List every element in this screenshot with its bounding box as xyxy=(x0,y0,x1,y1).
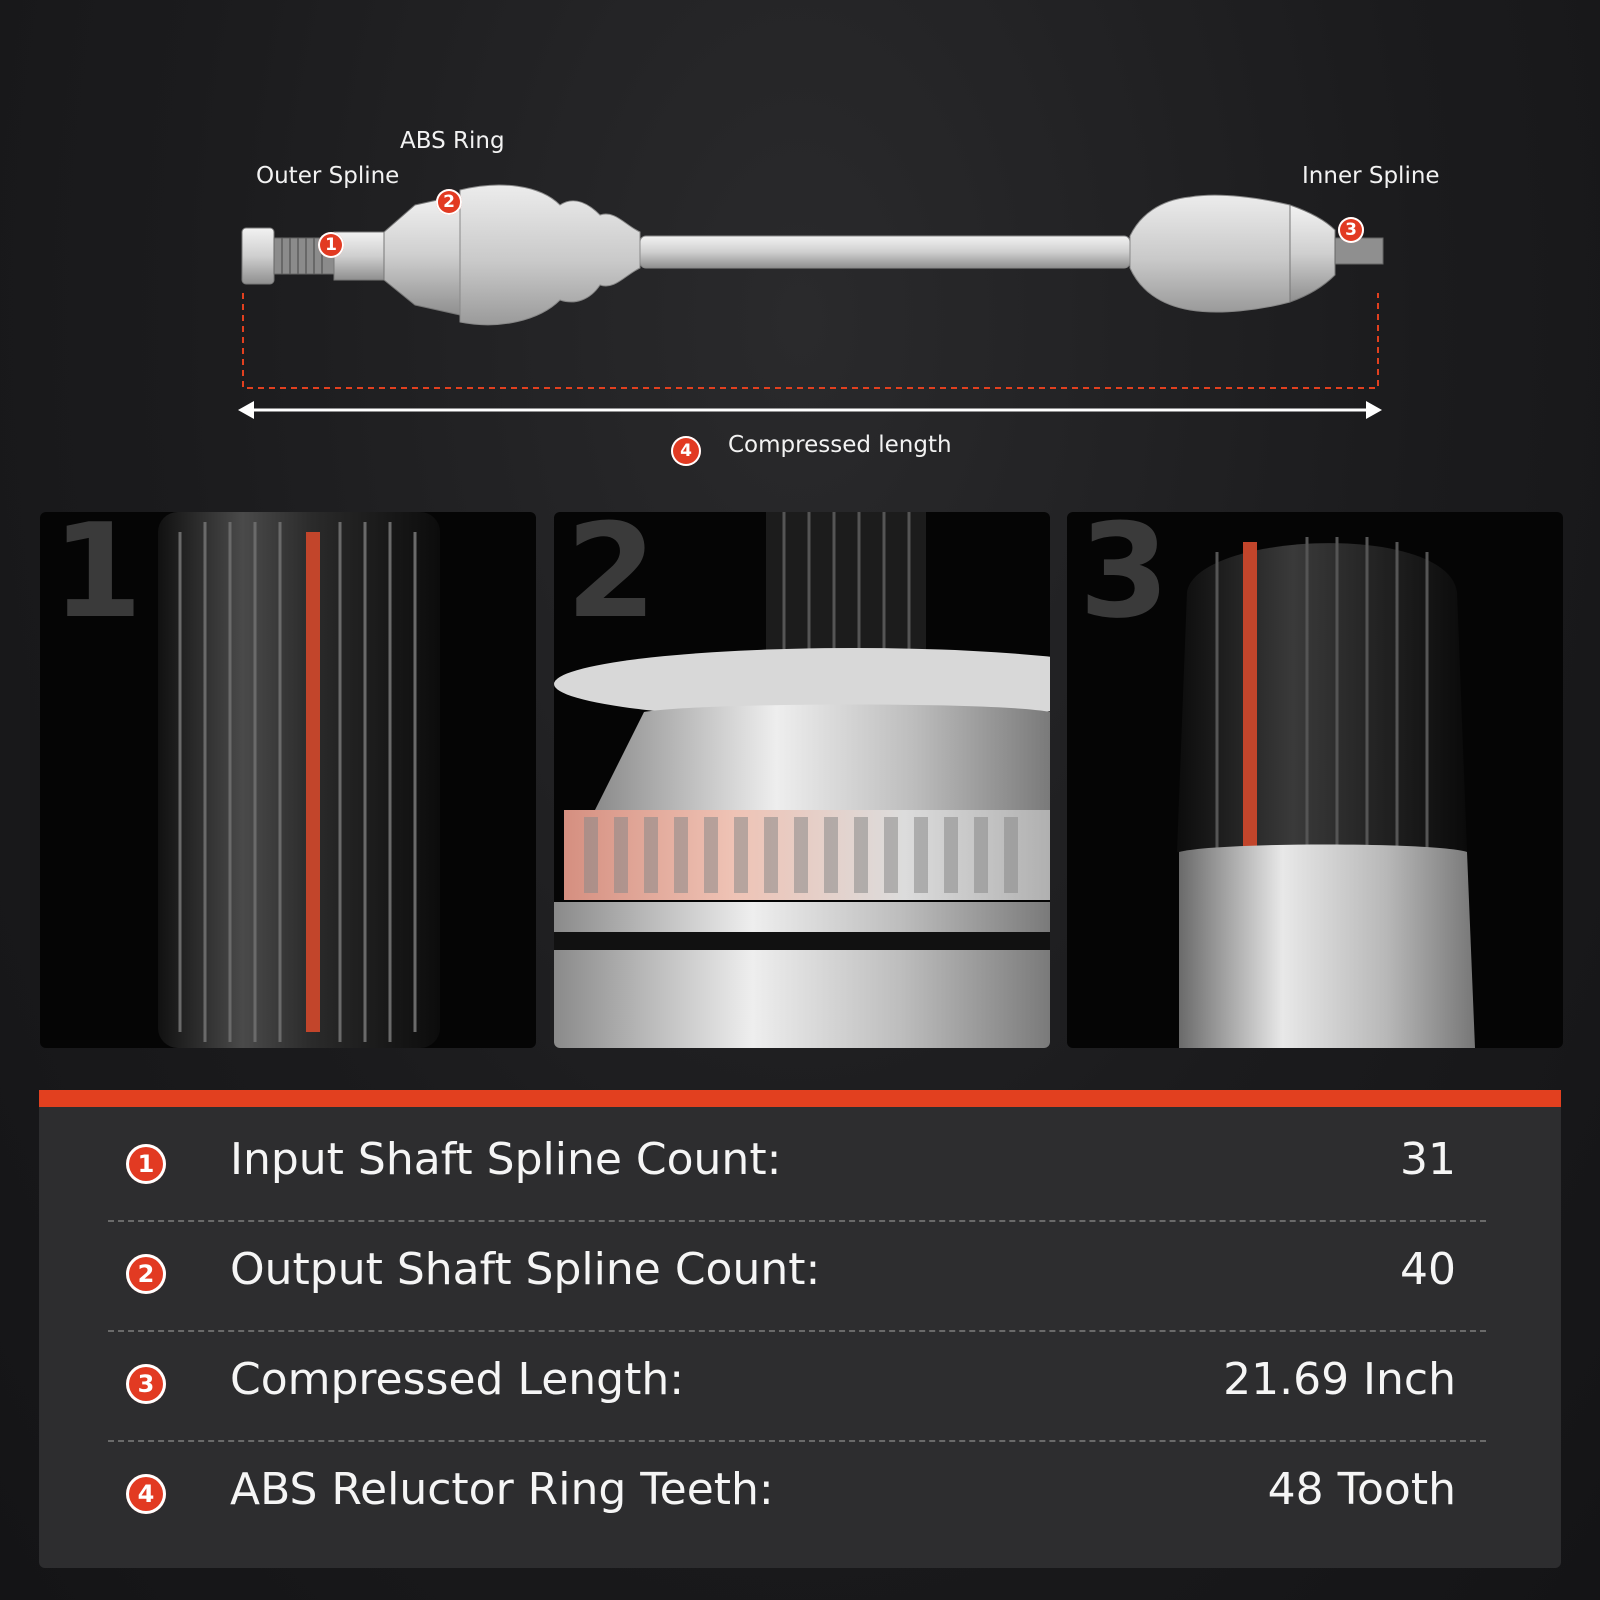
compressed-length-label: Compressed length xyxy=(728,432,952,458)
badge-3-icon: 3 xyxy=(126,1364,166,1404)
detail-panel-outer-spline: 1 xyxy=(40,512,536,1048)
spec-table-accent-bar xyxy=(39,1090,1561,1107)
spec-row-output-spline: 2 Output Shaft Spline Count: 40 xyxy=(108,1222,1486,1332)
panel-number: 3 xyxy=(1079,512,1170,647)
row-divider xyxy=(108,1330,1486,1332)
badge-4-icon: 4 xyxy=(671,436,701,466)
spec-label: Compressed Length: xyxy=(230,1354,685,1405)
detail-panel-inner-spline: 3 xyxy=(1067,512,1563,1048)
spec-label: Output Shaft Spline Count: xyxy=(230,1244,821,1295)
badge-4-icon: 4 xyxy=(126,1474,166,1514)
spec-value: 40 xyxy=(1400,1244,1456,1295)
badge-1-icon: 1 xyxy=(318,232,344,258)
spec-row-compressed-length: 3 Compressed Length: 21.69 Inch xyxy=(108,1332,1486,1442)
panel-number: 1 xyxy=(52,512,143,647)
spec-row-abs-teeth: 4 ABS Reluctor Ring Teeth: 48 Tooth xyxy=(108,1442,1486,1552)
outer-spline-label: Outer Spline xyxy=(256,163,400,189)
badge-3-icon: 3 xyxy=(1338,217,1364,243)
row-divider xyxy=(108,1440,1486,1442)
abs-ring-label: ABS Ring xyxy=(400,128,505,154)
badge-2-icon: 2 xyxy=(126,1254,166,1294)
panel-number: 2 xyxy=(566,512,657,647)
spec-label: Input Shaft Spline Count: xyxy=(230,1134,782,1185)
inner-spline-closeup-image xyxy=(1177,537,1475,1048)
spec-label: ABS Reluctor Ring Teeth: xyxy=(230,1464,774,1515)
inner-spline-label: Inner Spline xyxy=(1302,163,1440,189)
badge-1-icon: 1 xyxy=(126,1144,166,1184)
outer-spline-closeup-image xyxy=(158,512,440,1048)
spec-value: 21.69 Inch xyxy=(1223,1354,1456,1405)
spec-value: 31 xyxy=(1400,1134,1456,1185)
spec-value: 48 Tooth xyxy=(1267,1464,1456,1515)
spec-table xyxy=(39,1090,1561,1568)
badge-2-icon: 2 xyxy=(436,189,462,215)
abs-ring-closeup-image xyxy=(554,512,1050,1048)
spec-row-input-spline: 1 Input Shaft Spline Count: 31 xyxy=(108,1112,1486,1222)
detail-panel-abs-ring: 2 xyxy=(554,512,1050,1048)
row-divider xyxy=(108,1220,1486,1222)
